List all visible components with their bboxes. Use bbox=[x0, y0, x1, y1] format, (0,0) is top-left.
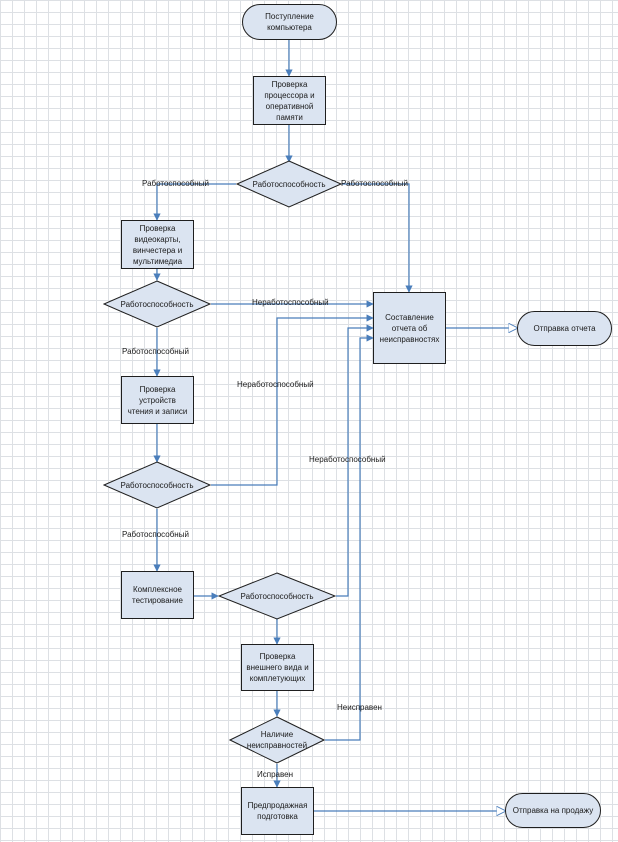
complex-test-process: Комплексное тестирование bbox=[121, 571, 194, 619]
decision-5: Наличие неисправностей bbox=[229, 716, 325, 764]
edge-dec1-right bbox=[342, 183, 413, 293]
label-dec3-right: Неработоспособный bbox=[237, 380, 314, 389]
label-dec2-down: Работоспособный bbox=[122, 347, 189, 356]
check-rw-process: Проверка устройств чтения и записи bbox=[121, 376, 194, 424]
edge-dec4-right bbox=[336, 324, 374, 597]
label-dec1-left: Работоспособный bbox=[142, 179, 209, 188]
complex-test-label: Комплексное тестирование bbox=[132, 585, 183, 605]
label-dec3-down: Работоспособный bbox=[122, 530, 189, 539]
decision-3-label: Работоспособность bbox=[120, 480, 194, 490]
check-ext-label: Проверка внешнего вида и комплетующих bbox=[246, 652, 309, 683]
decision-5-label: Наличие неисправностей bbox=[246, 730, 308, 750]
decision-2-label: Работоспособность bbox=[120, 299, 194, 309]
check-ext-process: Проверка внешнего вида и комплетующих bbox=[241, 644, 314, 691]
send-report-terminator: Отправка отчета bbox=[517, 311, 612, 346]
label-dec5-down: Исправен bbox=[257, 770, 294, 779]
start-terminator: Поступление компьютера bbox=[242, 4, 337, 40]
check-cpu-label: Проверка процессора и оперативной памяти bbox=[264, 79, 315, 122]
label-dec4-right: Неработоспособный bbox=[309, 455, 386, 464]
report-label: Составление отчета об неисправностях bbox=[379, 312, 440, 344]
check-cpu-process: Проверка процессора и оперативной памяти bbox=[253, 76, 326, 125]
presale-label: Предпродажная подготовка bbox=[247, 801, 308, 821]
send-sale-terminator: Отправка на продажу bbox=[505, 793, 601, 828]
report-process: Составление отчета об неисправностях bbox=[373, 292, 446, 364]
decision-1: Работоспособность bbox=[236, 160, 342, 208]
decision-4: Работоспособность bbox=[218, 572, 336, 620]
check-rw-label: Проверка устройств чтения и записи bbox=[127, 384, 188, 416]
edge-dec3-right bbox=[211, 314, 374, 486]
check-video-process: Проверка видеокарты, винчестера и мульти… bbox=[121, 220, 194, 269]
decision-2: Работоспособность bbox=[103, 280, 211, 328]
label-dec1-right: Работоспособный bbox=[341, 179, 408, 188]
decision-3: Работоспособность bbox=[103, 461, 211, 509]
send-sale-label: Отправка на продажу bbox=[512, 806, 594, 815]
decision-4-label: Работоспособность bbox=[240, 591, 314, 601]
presale-process: Предпродажная подготовка bbox=[241, 787, 314, 835]
label-dec2-right: Неработоспособный bbox=[252, 298, 329, 307]
label-dec5-right: Неисправен bbox=[337, 703, 382, 712]
start-label: Поступление компьютера bbox=[265, 12, 314, 32]
edge-dec1-left bbox=[153, 183, 236, 221]
decision-1-label: Работоспособность bbox=[252, 179, 326, 189]
send-report-label: Отправка отчета bbox=[533, 324, 596, 333]
edge-dec5-right bbox=[325, 334, 374, 741]
check-video-label: Проверка видеокарты, винчестера и мульти… bbox=[132, 223, 183, 266]
